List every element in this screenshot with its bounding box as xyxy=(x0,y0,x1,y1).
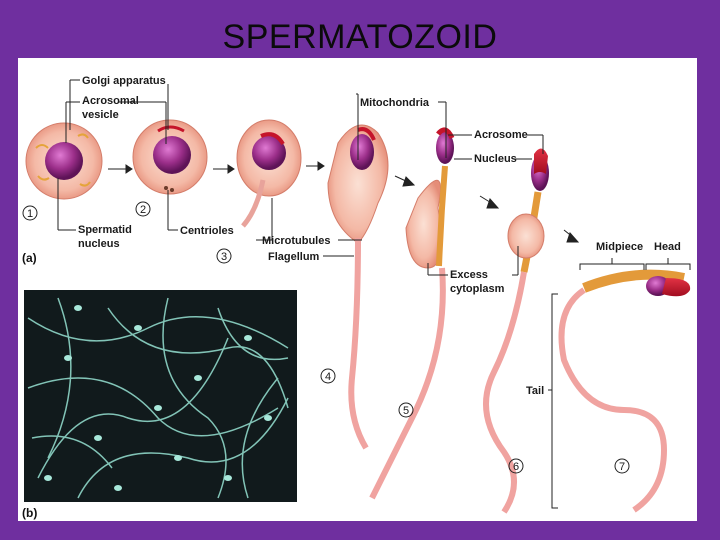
label-excess: Excess xyxy=(450,269,488,281)
label-cytoplasm: cytoplasm xyxy=(450,283,505,295)
step-number-1: 1 xyxy=(27,208,33,220)
slide-title: SPERMATOZOID xyxy=(0,18,720,57)
stage-6-cell xyxy=(486,148,549,512)
label-acrosome: Acrosome xyxy=(474,129,528,141)
step-number-3: 3 xyxy=(221,251,227,263)
step-number-4: 4 xyxy=(325,371,331,383)
spermiogenesis-diagram: Golgi apparatus Acrosomal vesicle Sperma… xyxy=(18,58,697,521)
step-number-5: 5 xyxy=(403,405,409,417)
step-number-7: 7 xyxy=(619,461,625,473)
label-spermatid: Spermatid xyxy=(78,224,132,236)
stage-3-cell xyxy=(237,120,301,226)
stage-1-cell xyxy=(26,123,102,199)
label-spermatid-nucleus: nucleus xyxy=(78,238,120,250)
stage-2-cell xyxy=(133,120,207,194)
label-centrioles: Centrioles xyxy=(180,225,234,237)
label-microtubules: Microtubules xyxy=(262,235,330,247)
stage-7-mature-sperm xyxy=(562,275,691,510)
stage-4-cell xyxy=(328,125,388,448)
micrograph-panel-b xyxy=(24,290,297,502)
label-nucleus: Nucleus xyxy=(474,153,517,165)
step-number-2: 2 xyxy=(140,204,146,216)
label-flagellum: Flagellum xyxy=(268,251,320,263)
label-acrosomal: Acrosomal xyxy=(82,95,139,107)
label-vesicle: vesicle xyxy=(82,109,119,121)
label-head: Head xyxy=(654,241,681,253)
step-number-6: 6 xyxy=(513,461,519,473)
label-golgi-apparatus: Golgi apparatus xyxy=(82,75,166,87)
label-tail: Tail xyxy=(526,385,544,397)
figure-panel: Golgi apparatus Acrosomal vesicle Sperma… xyxy=(18,58,697,521)
label-mitochondria: Mitochondria xyxy=(360,97,430,109)
panel-a-label: (a) xyxy=(22,251,37,265)
label-midpiece: Midpiece xyxy=(596,241,643,253)
panel-b-label: (b) xyxy=(22,506,37,520)
